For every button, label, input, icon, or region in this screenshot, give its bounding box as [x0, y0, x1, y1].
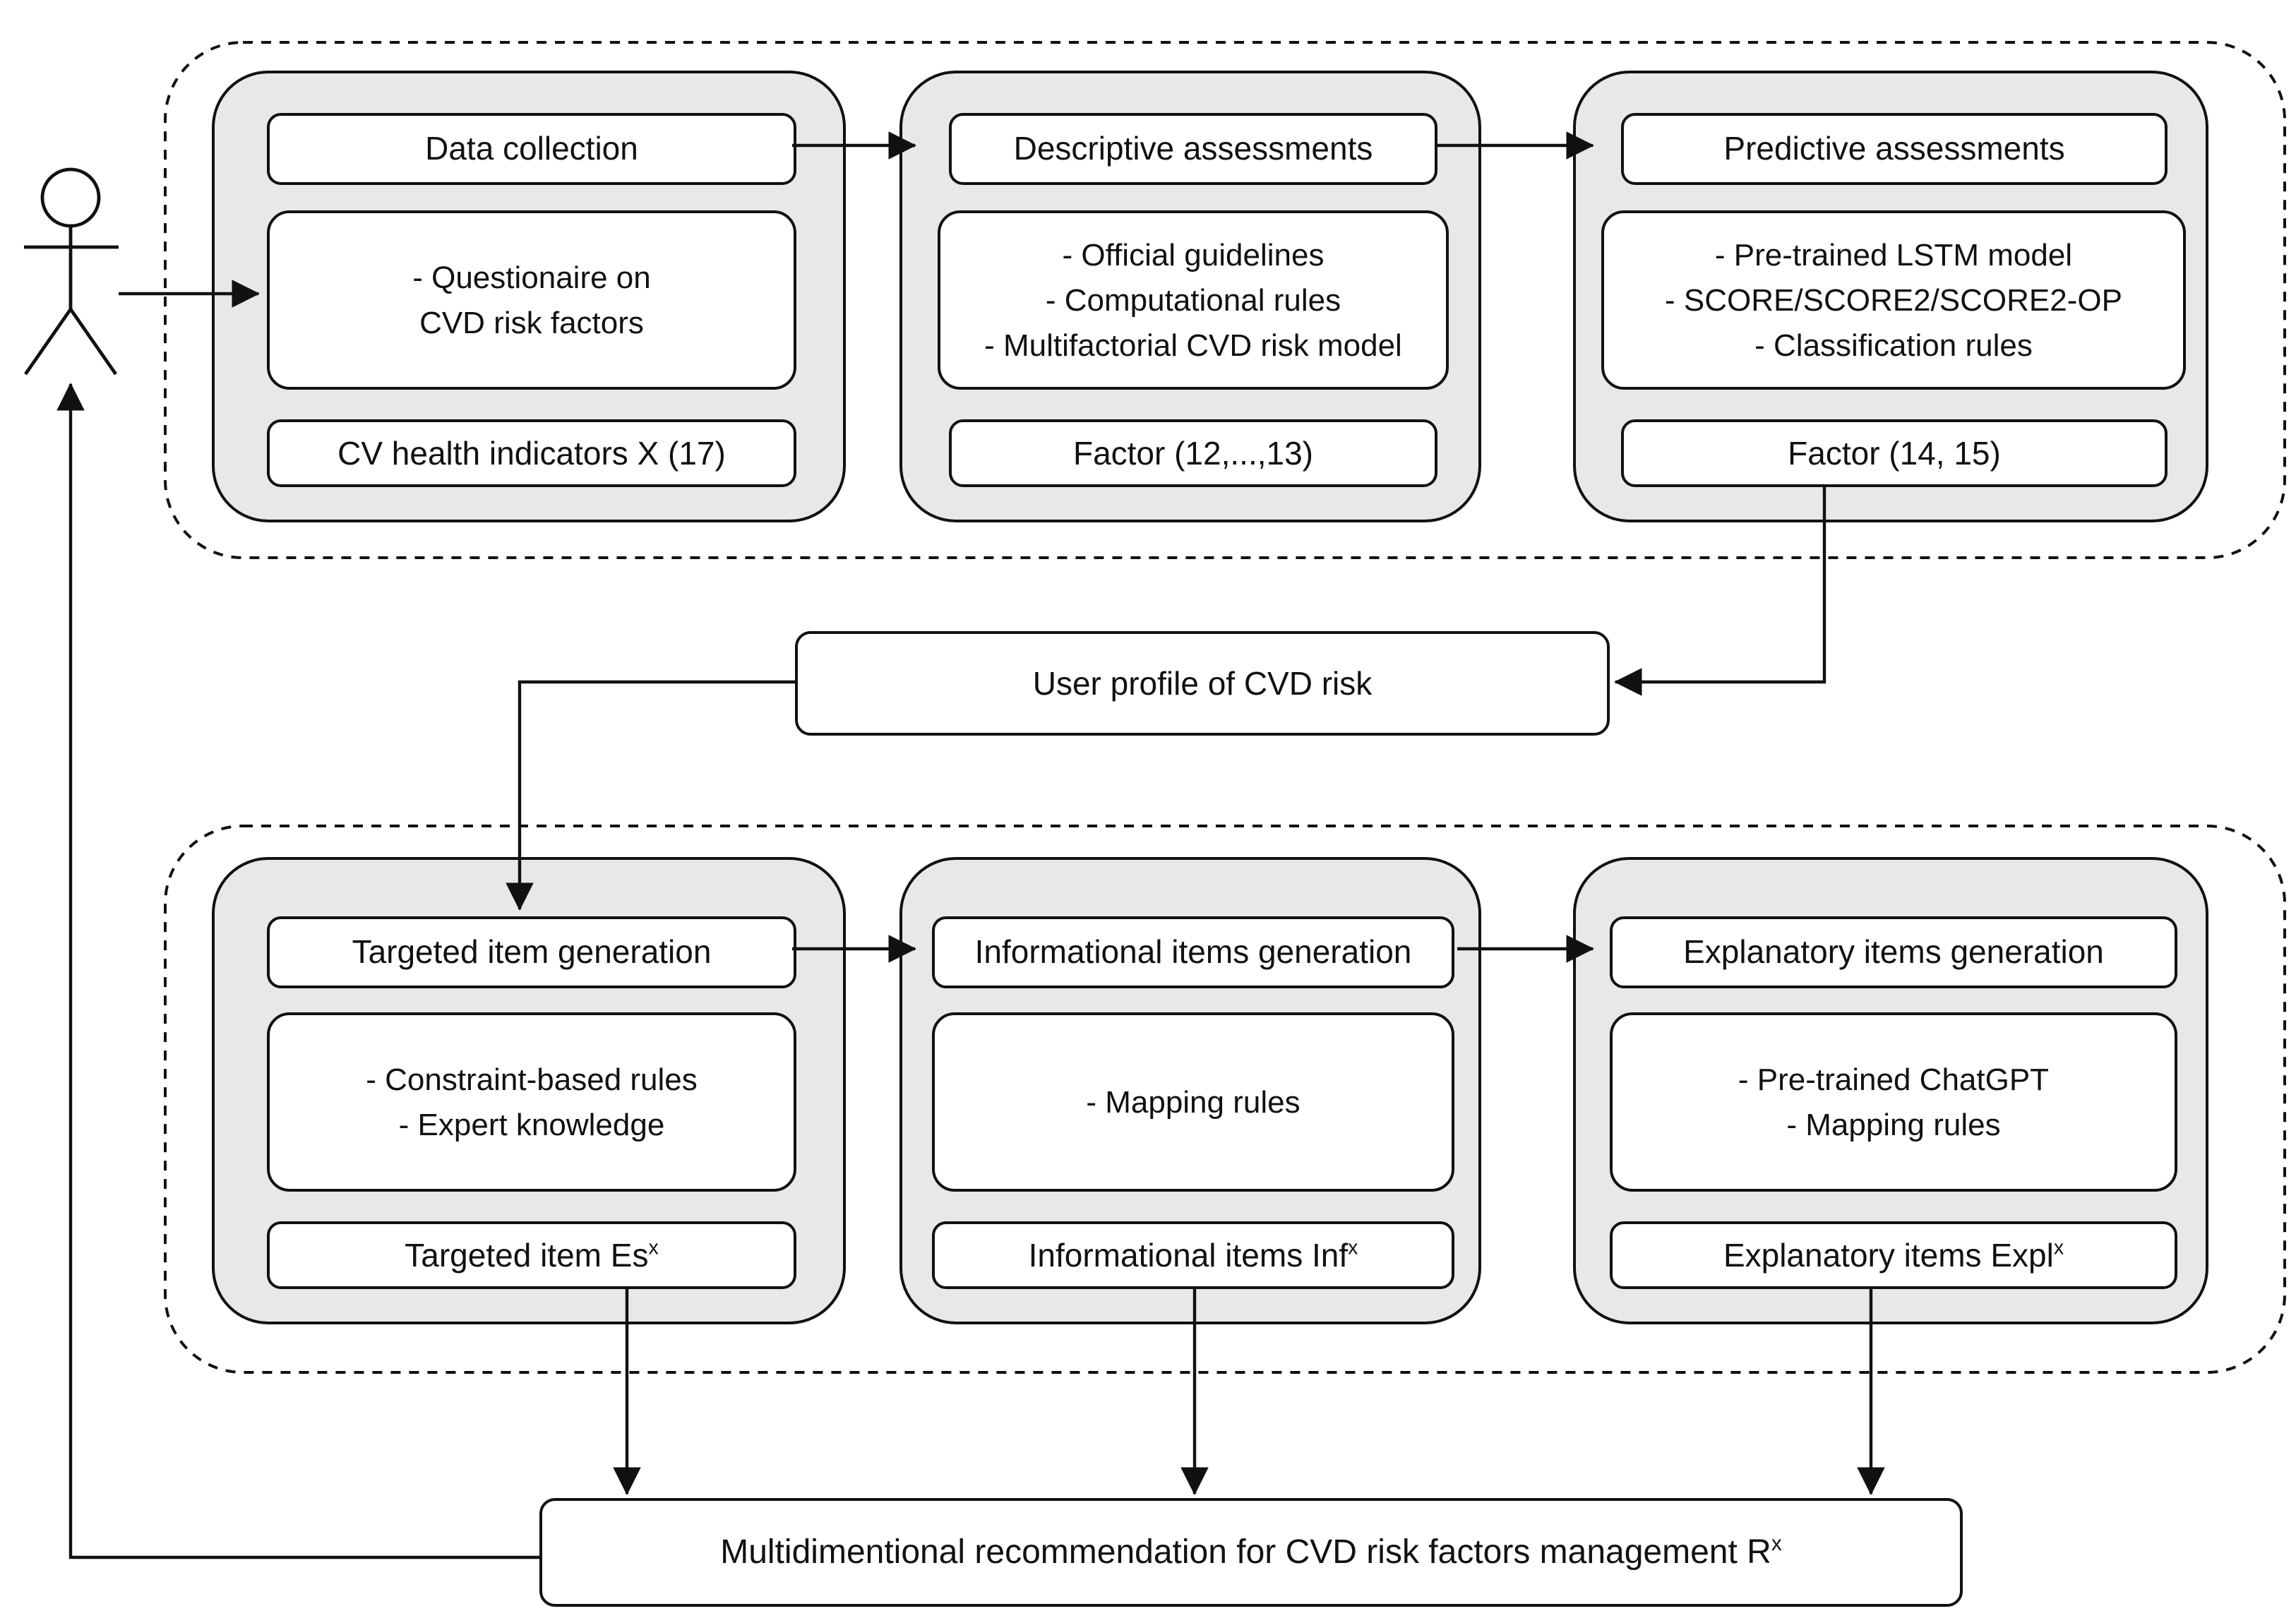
stage-panel-data-collection: Data collection - Questionaire on CVD ri…: [212, 71, 846, 522]
user-profile-box: User profile of CVD risk: [795, 631, 1610, 736]
panel-title-descriptive-assessments: Descriptive assessments: [949, 113, 1437, 185]
panel-output-label: Explanatory items Explx: [1723, 1236, 2064, 1273]
panel-details-data-collection: - Questionaire on CVD risk factors: [267, 210, 796, 390]
panel-output-label: Factor (12,...,13): [1072, 434, 1313, 471]
panel-title-predictive-assessments: Predictive assessments: [1621, 113, 2168, 185]
stage-panel-targeted-item-generation: Targeted item generation - Constraint-ba…: [212, 857, 846, 1324]
panel-output-predictive-assessments: Factor (14, 15): [1621, 419, 2168, 487]
panel-details-informational-items-generation: - Mapping rules: [932, 1012, 1454, 1192]
detail-line: - Mapping rules: [1786, 1106, 2001, 1142]
detail-line: - Classification rules: [1754, 327, 2033, 362]
stage-panel-predictive-assessments: Predictive assessments - Pre-trained LST…: [1573, 71, 2208, 522]
panel-output-label: Factor (14, 15): [1788, 434, 2001, 471]
panel-title-label: Data collection: [425, 130, 638, 167]
detail-line: - Official guidelines: [1062, 236, 1325, 272]
panel-title-label: Predictive assessments: [1723, 130, 2065, 167]
detail-line: - Multifactorial CVD risk model: [984, 327, 1402, 362]
detail-line: - SCORE/SCORE2/SCORE2-OP: [1665, 282, 2122, 317]
recommendation-label: Multidimentional recommendation for CVD …: [720, 1533, 1782, 1571]
panel-title-label: Informational items generation: [974, 933, 1412, 970]
panel-title-label: Targeted item generation: [352, 933, 712, 970]
panel-output-explanatory-items-generation: Explanatory items Explx: [1610, 1221, 2177, 1289]
panel-details-explanatory-items-generation: - Pre-trained ChatGPT - Mapping rules: [1610, 1012, 2177, 1192]
panel-output-label: Targeted item Esx: [405, 1236, 659, 1273]
detail-line: - Computational rules: [1045, 282, 1341, 317]
detail-line: - Questionaire on: [412, 259, 651, 294]
stage-panel-informational-items-generation: Informational items generation - Mapping…: [899, 857, 1481, 1324]
detail-line: - Pre-trained ChatGPT: [1738, 1061, 2050, 1096]
stage-panel-descriptive-assessments: Descriptive assessments - Official guide…: [899, 71, 1481, 522]
user-profile-label: User profile of CVD risk: [1032, 664, 1373, 701]
panel-details-predictive-assessments: - Pre-trained LSTM model - SCORE/SCORE2/…: [1601, 210, 2186, 390]
panel-output-label: Informational items Infx: [1028, 1236, 1358, 1273]
stage-panel-explanatory-items-generation: Explanatory items generation - Pre-train…: [1573, 857, 2208, 1324]
panel-title-label: Explanatory items generation: [1683, 933, 2104, 970]
panel-title-data-collection: Data collection: [267, 113, 796, 185]
detail-line: CVD risk factors: [419, 304, 644, 340]
panel-title-label: Descriptive assessments: [1013, 130, 1373, 167]
detail-line: - Mapping rules: [1086, 1084, 1301, 1119]
recommendation-box: Multidimentional recommendation for CVD …: [539, 1498, 1963, 1607]
panel-title-explanatory-items-generation: Explanatory items generation: [1610, 916, 2177, 988]
panel-details-targeted-item-generation: - Constraint-based rules - Expert knowle…: [267, 1012, 796, 1192]
user-actor-icon: [24, 169, 119, 374]
detail-line: - Expert knowledge: [398, 1106, 665, 1142]
detail-line: - Pre-trained LSTM model: [1714, 236, 2073, 272]
panel-title-informational-items-generation: Informational items generation: [932, 916, 1454, 988]
panel-output-descriptive-assessments: Factor (12,...,13): [949, 419, 1437, 487]
panel-output-targeted-item-generation: Targeted item Esx: [267, 1221, 796, 1289]
panel-output-label: CV health indicators X (17): [337, 434, 726, 471]
panel-output-data-collection: CV health indicators X (17): [267, 419, 796, 487]
panel-output-informational-items-generation: Informational items Infx: [932, 1221, 1454, 1289]
panel-title-targeted-item-generation: Targeted item generation: [267, 916, 796, 988]
panel-details-descriptive-assessments: - Official guidelines - Computational ru…: [938, 210, 1449, 390]
detail-line: - Constraint-based rules: [366, 1061, 698, 1096]
